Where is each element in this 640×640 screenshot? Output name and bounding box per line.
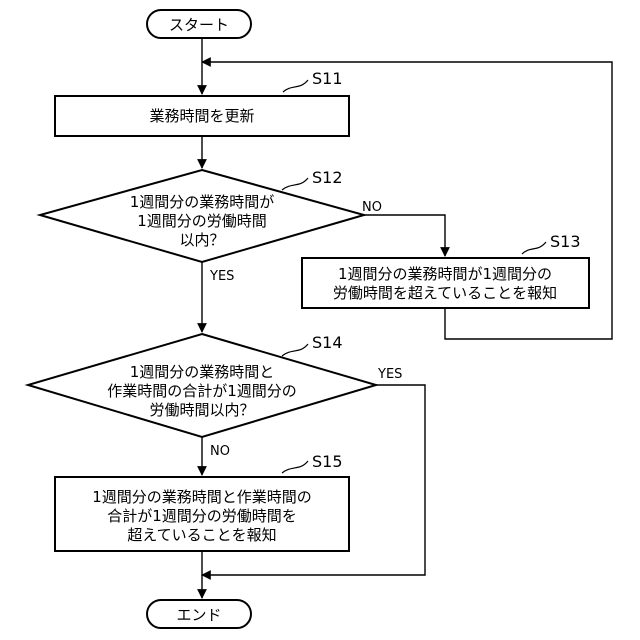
s14-line-2: 作業時間の合計が1週間分の (107, 382, 297, 400)
s11-leader (283, 80, 308, 92)
s14-line-3: 労働時間以内？ (149, 401, 254, 419)
s11-step-label: S11 (312, 69, 343, 88)
s12-line-3: 以内？ (179, 231, 224, 249)
s15-line-1: 1週間分の業務時間と作業時間の (92, 488, 312, 506)
s13-leader (522, 242, 546, 254)
edge-s12-no (364, 215, 445, 256)
s12-no-label: NO (362, 200, 382, 215)
s12-step-label: S12 (312, 168, 343, 187)
s12-yes-label: YES (209, 269, 234, 284)
s14-no-label: NO (210, 444, 230, 459)
s12-leader (282, 178, 308, 190)
end-terminal: エンド (147, 600, 251, 628)
s14-leader (282, 344, 308, 356)
start-label: スタート (169, 16, 229, 34)
s15-step-label: S15 (312, 452, 343, 471)
s15-line-2: 合計が1週間分の労働時間を (107, 507, 297, 525)
s12-line-1: 1週間分の業務時間が (130, 193, 275, 211)
s14-line-1: 1週間分の業務時間と (130, 363, 275, 381)
end-label: エンド (176, 606, 221, 624)
s15-line-3: 超えていることを報知 (127, 526, 276, 544)
s14-yes-label: YES (377, 367, 402, 382)
s12-line-2: 1週間分の労働時間 (137, 212, 267, 230)
s15-leader (282, 461, 308, 473)
start-terminal: スタート (147, 10, 251, 38)
s13-line-1: 1週間分の業務時間が1週間分の (338, 265, 552, 283)
decision-s14: 1週間分の業務時間と 作業時間の合計が1週間分の 労働時間以内？ S14 YES… (28, 333, 402, 459)
s14-step-label: S14 (312, 333, 343, 352)
s13-step-label: S13 (550, 232, 581, 251)
s13-line-2: 労働時間を超えていることを報知 (333, 284, 557, 302)
s11-text: 業務時間を更新 (149, 107, 254, 125)
